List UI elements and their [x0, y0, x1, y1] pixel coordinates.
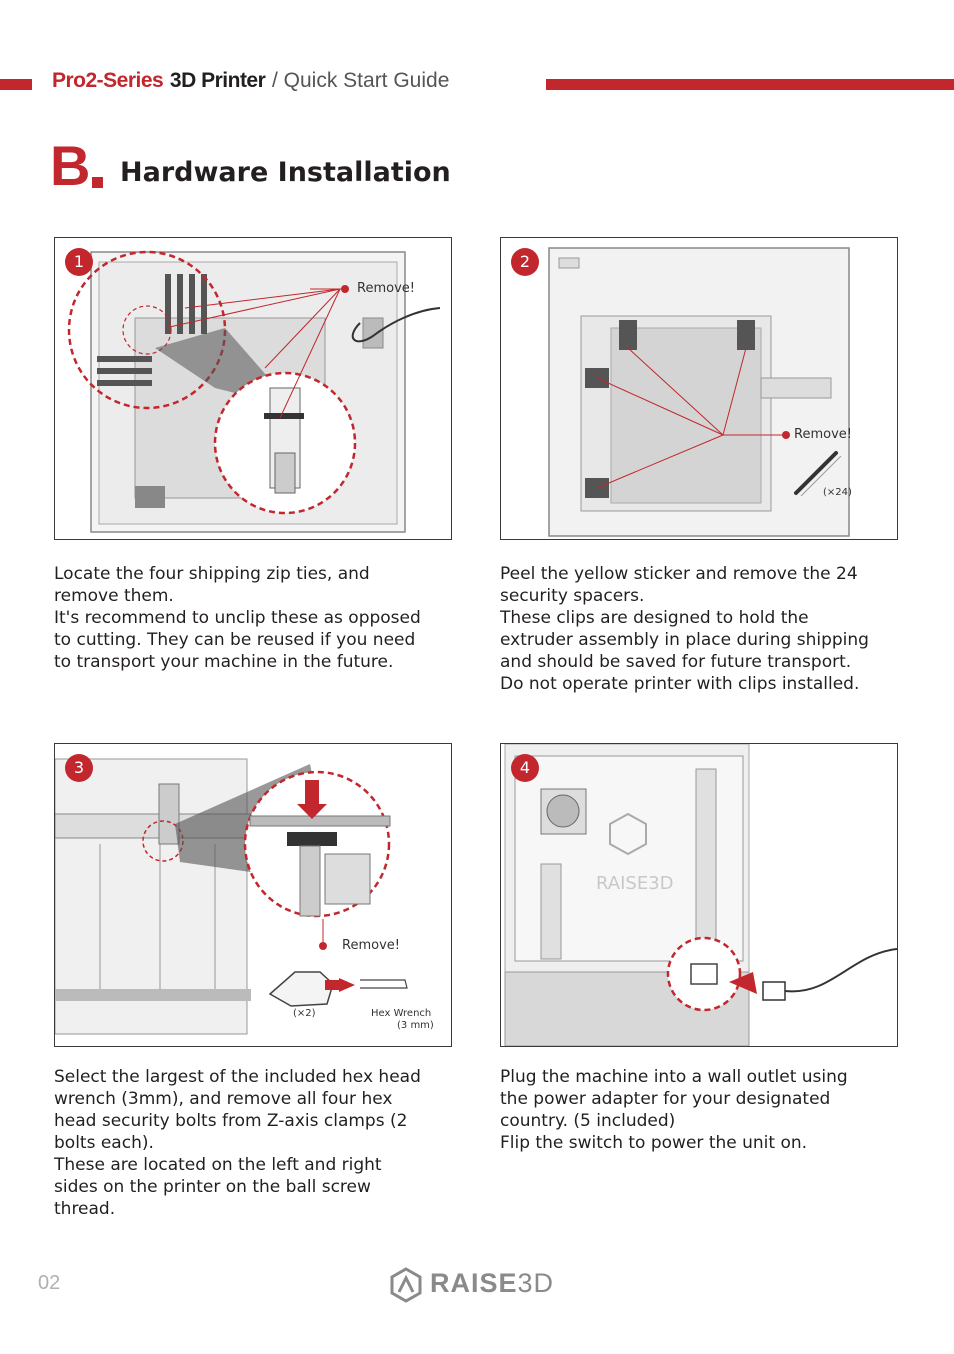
- raise3d-logo-icon: [390, 1267, 422, 1303]
- step-4-text: Plug the machine into a wall outlet usin…: [500, 1066, 848, 1154]
- step-3-text-line: bolts each).: [54, 1133, 154, 1153]
- raise3d-logo-text: RAISE3D: [430, 1268, 554, 1299]
- step-3-text-line: sides on the printer on the ball screw: [54, 1177, 371, 1197]
- step-2-text: Peel the yellow sticker and remove the 2…: [500, 563, 869, 695]
- z-axis-clamp-illustration: [55, 758, 408, 1035]
- step-1-text-line: to transport your machine in the future.: [54, 652, 394, 672]
- step-3-tool-label: Hex Wrench: [371, 1008, 432, 1019]
- step-3-illustration: 3 Remove! (×2) Hex Wrench (3 mm): [54, 743, 452, 1047]
- step-4-text-line: Flip the switch to power the unit on.: [500, 1133, 808, 1153]
- step-3-text-line: head security bolts from Z-axis clamps (…: [54, 1111, 408, 1131]
- step-2-text-line: Do not operate printer with clips instal…: [500, 674, 860, 694]
- step-1-callout: Remove!: [357, 281, 415, 296]
- step-2-text-line: extruder assembly in place during shippi…: [500, 630, 869, 650]
- header-accent-bar-left: [0, 79, 32, 90]
- power-connection-illustration: RAISE3D: [504, 744, 897, 1046]
- step-2-text-line: Peel the yellow sticker and remove the 2…: [500, 564, 858, 584]
- step-2-badge: 2: [511, 248, 539, 276]
- step-2-illustration: 2 Remove! (×24): [500, 237, 898, 540]
- step-1-text-line: to cutting. They can be reused if you ne…: [54, 630, 416, 650]
- step-2-quantity: (×24): [823, 487, 852, 498]
- section-title: Hardware Installation: [120, 157, 451, 188]
- step-4-text-line: country. (5 included): [500, 1111, 676, 1131]
- step-4-badge: 4: [511, 754, 539, 782]
- step-3-text-line: Select the largest of the included hex h…: [54, 1067, 421, 1087]
- step-4-illustration: RAISE3D 4: [500, 743, 898, 1047]
- brand-main: RAISE: [430, 1268, 518, 1298]
- step-1-illustration: 1 Remove!: [54, 237, 452, 540]
- step-1-text: Locate the four shipping zip ties, and r…: [54, 563, 421, 673]
- raise3d-logo: RAISE3D: [388, 1266, 568, 1304]
- section-letter: B: [50, 134, 91, 197]
- step-3-quantity: (×2): [293, 1008, 316, 1019]
- step-2-callout: Remove!: [794, 427, 852, 442]
- step-3-text-line: wrench (3mm), and remove all four hex: [54, 1089, 393, 1109]
- step-3-tool-size: (3 mm): [397, 1020, 434, 1031]
- step-3-badge: 3: [65, 754, 93, 782]
- step-2-text-line: and should be saved for future transport…: [500, 652, 852, 672]
- printer-top-view-illustration: [67, 250, 441, 533]
- page-number: 02: [38, 1272, 61, 1294]
- header-accent-bar-right: [546, 79, 954, 90]
- section-dot: [92, 177, 103, 188]
- header-model: 3D Printer: [169, 69, 266, 92]
- step-2-text-line: security spacers.: [500, 586, 645, 606]
- header-guide: / Quick Start Guide: [271, 69, 450, 92]
- printer-bed-spacers-illustration: [548, 247, 850, 537]
- step-3-text-line: These are located on the left and right: [54, 1155, 382, 1175]
- header-series: Pro2-Series: [52, 69, 164, 92]
- step-1-text-line: Locate the four shipping zip ties, and: [54, 564, 370, 584]
- step-3-text: Select the largest of the included hex h…: [54, 1066, 421, 1220]
- svg-text:RAISE3D: RAISE3D: [596, 873, 674, 894]
- step-4-text-line: the power adapter for your designated: [500, 1089, 831, 1109]
- step-2-text-line: These clips are designed to hold the: [500, 608, 809, 628]
- header-title: Pro2-Series 3D Printer / Quick Start Gui…: [52, 68, 449, 93]
- step-1-text-line: remove them.: [54, 586, 174, 606]
- step-1-text-line: It's recommend to unclip these as oppose…: [54, 608, 421, 628]
- step-3-callout: Remove!: [342, 938, 400, 953]
- step-3-text-line: thread.: [54, 1199, 116, 1219]
- brand-suffix: 3D: [517, 1268, 555, 1298]
- step-4-text-line: Plug the machine into a wall outlet usin…: [500, 1067, 848, 1087]
- step-1-badge: 1: [65, 248, 93, 276]
